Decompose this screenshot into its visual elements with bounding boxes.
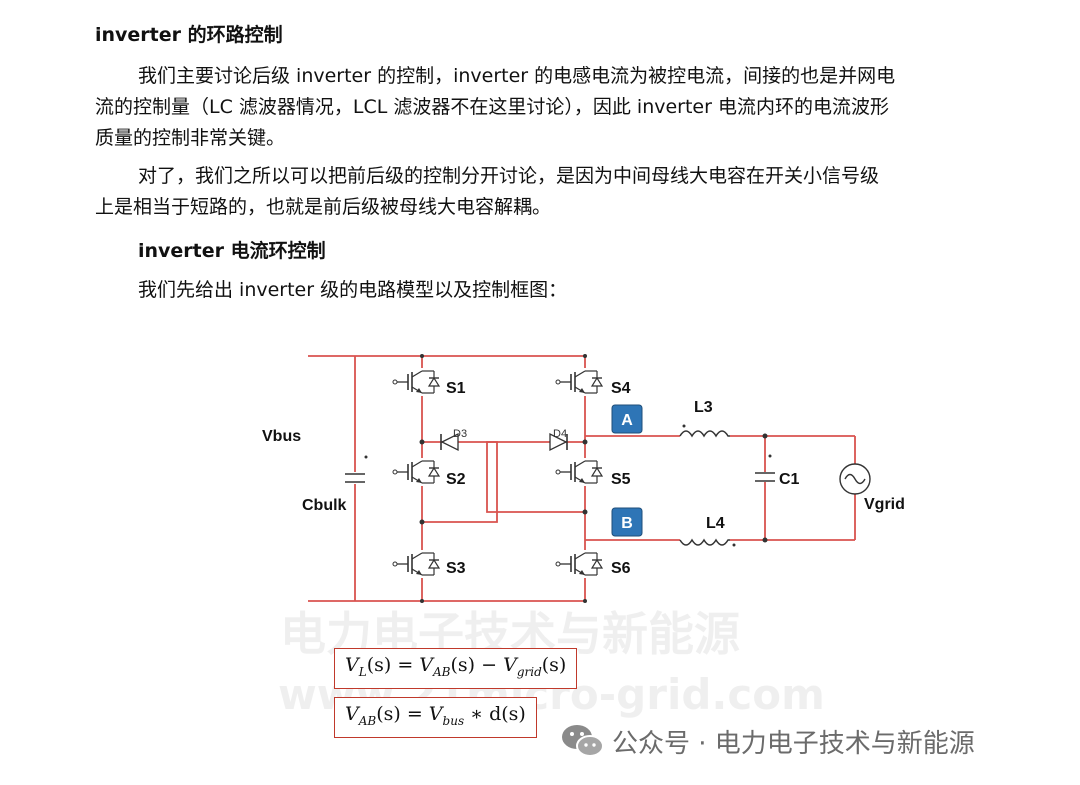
label-s3: S3 (446, 560, 466, 577)
node-a-box: A (611, 404, 643, 434)
inductor-l3 (679, 428, 730, 444)
label-s1: S1 (446, 380, 466, 397)
grid-source (839, 463, 871, 495)
equation-vl: VL(s) = VAB(s) − Vgrid(s) (334, 648, 578, 689)
footer-text: 公众号 · 电力电子技术与新能源 (612, 728, 975, 759)
switch-s1 (392, 368, 440, 396)
junction-dots (419, 354, 768, 603)
eq1-term2: V (503, 654, 517, 676)
label-s5: S5 (611, 471, 631, 488)
paragraph-2-line-2: 上是相当于短路的，也就是前后级被母线大电容解耦。 (95, 196, 552, 218)
eq2-term1: V (428, 703, 443, 725)
eq2-lhs: V (345, 703, 359, 725)
label-s6: S6 (611, 560, 631, 577)
switch-s4 (555, 368, 603, 396)
cbulk-polarity-dot (364, 455, 368, 459)
paragraph-1: 我们主要讨论后级 inverter 的控制，inverter 的电感电流为被控电… (95, 61, 895, 154)
eq1-term2-sub: grid (516, 664, 542, 679)
wechat-icon (560, 722, 606, 760)
wechat-footer: 公众号 · 电力电子技术与新能源 (560, 722, 975, 760)
l4-polarity-dot (732, 543, 736, 547)
eq1-lhs-sub: L (358, 664, 367, 679)
label-vbus: Vbus (262, 428, 301, 445)
eq1-term1-sub: AB (433, 664, 451, 679)
eq1-lhs: V (345, 654, 359, 676)
paragraph-1-line-1: 我们主要讨论后级 inverter 的控制，inverter 的电感电流为被控电… (138, 65, 896, 87)
switch-s3 (392, 550, 440, 578)
switch-s6 (555, 550, 603, 578)
cbulk-capacitor (344, 472, 366, 484)
eq1-term1-arg: (s) − (450, 654, 504, 676)
eq1-term2-arg: (s) (541, 654, 567, 676)
label-l4: L4 (706, 515, 725, 532)
switch-s5 (555, 458, 603, 486)
label-l3: L3 (694, 399, 713, 416)
diode-d4 (549, 432, 568, 452)
c1-polarity-dot (768, 454, 772, 458)
label-d3: D3 (453, 428, 467, 440)
diode-d3 (440, 432, 459, 452)
eq1-lhs-arg: (s) = (366, 654, 420, 676)
paragraph-1-line-2: 流的控制量（LC 滤波器情况，LCL 滤波器不在这里讨论），因此 inverte… (95, 96, 889, 118)
paragraph-2: 对了，我们之所以可以把前后级的控制分开讨论，是因为中间母线大电容在开关小信号级 … (95, 161, 879, 223)
node-b-box: B (611, 507, 643, 537)
node-a-label: A (621, 412, 633, 429)
paragraph-2-line-1: 对了，我们之所以可以把前后级的控制分开讨论，是因为中间母线大电容在开关小信号级 (138, 165, 880, 187)
eq1-term1: V (419, 654, 434, 676)
equation-vab: VAB(s) = Vbus ∗ d(s) (334, 697, 537, 738)
eq2-lhs-arg: (s) = (376, 703, 429, 725)
label-c1: C1 (779, 471, 800, 488)
paragraph-3: 我们先给出 inverter 级的电路模型以及控制框图： (138, 279, 568, 301)
switch-s2 (392, 458, 440, 486)
heading-current-loop-control: inverter 电流环控制 (138, 240, 326, 262)
label-s2: S2 (446, 471, 466, 488)
eq2-term1-arg: ∗ d(s) (464, 703, 526, 725)
label-cbulk: Cbulk (302, 497, 347, 514)
label-d4: D4 (553, 428, 567, 440)
c1-capacitor (755, 472, 775, 482)
paragraph-1-line-3: 质量的控制非常关键。 (95, 127, 286, 149)
inductor-l4 (679, 532, 730, 548)
label-s4: S4 (611, 380, 631, 397)
node-b-label: B (621, 515, 633, 532)
heading-inverter-loop-control: inverter 的环路控制 (95, 24, 283, 46)
l3-polarity-dot (682, 424, 686, 428)
eq2-term1-sub: bus (442, 713, 465, 728)
eq2-lhs-sub: AB (358, 713, 377, 728)
label-vgrid: Vgrid (864, 496, 905, 513)
